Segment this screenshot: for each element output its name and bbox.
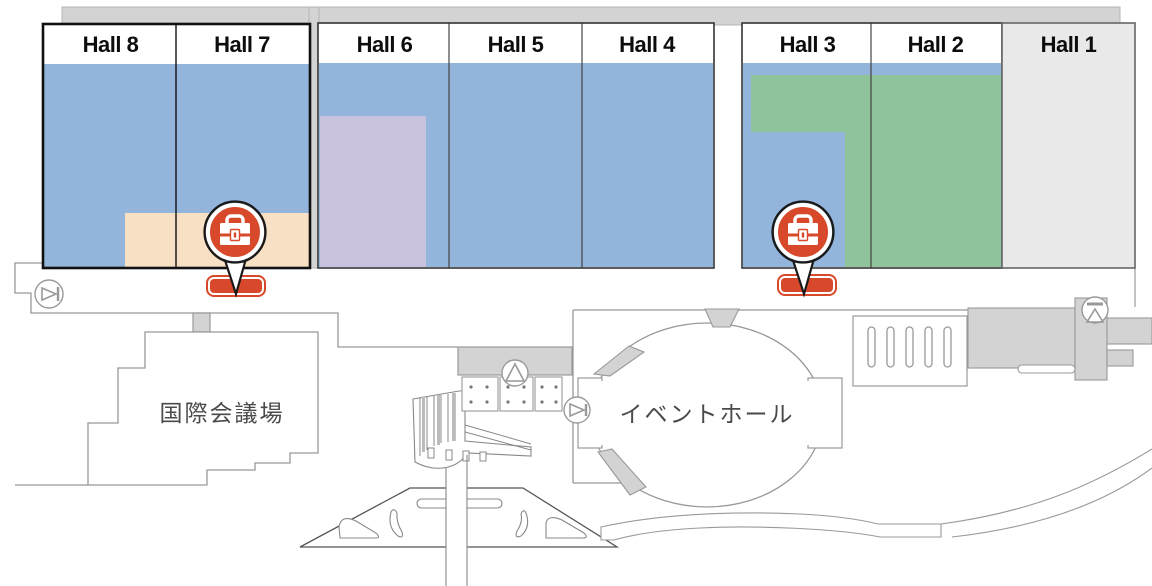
event-hall-top-ramp <box>704 308 740 328</box>
hall-label-7: Hall 7 <box>214 32 270 57</box>
briefcase-icon <box>220 214 250 245</box>
hall-label-2: Hall 2 <box>907 32 964 57</box>
road-band <box>600 512 942 541</box>
event-hall-lower-ramp <box>597 448 647 496</box>
stairs-triangle-icon <box>501 359 529 387</box>
escalator-icon <box>1081 296 1109 324</box>
hall-label-4: Hall 4 <box>619 32 675 57</box>
event-hall-area <box>572 308 1152 541</box>
gate-icon <box>563 396 591 424</box>
hall-block-1 <box>1001 22 1136 269</box>
event-hall-label: イベントホール <box>619 401 795 427</box>
briefcase-icon <box>788 214 818 245</box>
briefcase-pin-hall3[interactable] <box>767 196 839 298</box>
gate-icon <box>34 279 64 309</box>
elevator-boxes <box>461 376 563 412</box>
hall-label-5: Hall 5 <box>487 32 544 57</box>
right-gray-wing <box>967 297 1152 381</box>
station-deck <box>412 390 532 469</box>
station-plaza-artwork <box>299 346 620 586</box>
right-side-structures <box>852 268 1152 387</box>
hall-label-6: Hall 6 <box>356 32 413 57</box>
concourse-outline <box>14 262 458 486</box>
conference-hall-building <box>87 312 319 486</box>
conference-connector <box>192 312 211 333</box>
conference-hall-label: 国際会議場 <box>159 400 285 426</box>
hall-label-1: Hall 1 <box>1040 32 1097 57</box>
top-concourse-band <box>61 6 1121 269</box>
briefcase-pin-hall7[interactable] <box>199 196 271 298</box>
hall-label-3: Hall 3 <box>779 32 836 57</box>
walkway <box>446 468 467 586</box>
hall-block-6-5-4 <box>317 22 715 269</box>
stairs-bars <box>867 326 952 368</box>
elevator-box-dots <box>469 385 558 404</box>
event-hall-upper-ramp <box>592 345 646 377</box>
hall-label-8: Hall 8 <box>82 32 139 57</box>
